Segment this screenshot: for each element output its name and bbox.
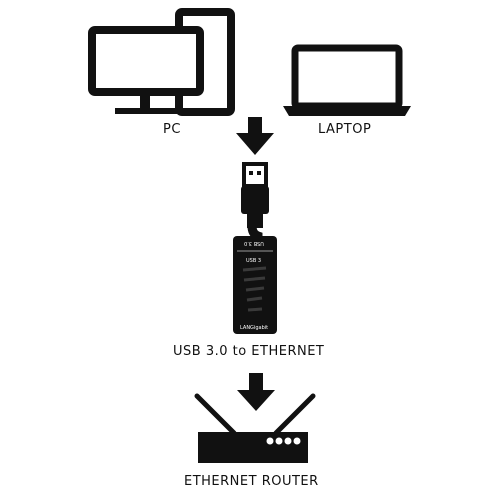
- adapter-top-marking: USB 3.0: [244, 240, 264, 246]
- router-label: ETHERNET ROUTER: [184, 474, 319, 489]
- pc-icon: [88, 8, 235, 116]
- router-icon: [194, 393, 316, 463]
- adapter-brand-marking: LANGigabit: [240, 325, 268, 331]
- pc-label: PC: [163, 122, 181, 137]
- usb-adapter-icon: USB 3.0 USB 3 LANGigabit: [233, 162, 277, 334]
- adapter-side-marking: USB 3: [246, 258, 261, 264]
- adapter-label: USB 3.0 to ETHERNET: [173, 344, 325, 359]
- laptop-label: LAPTOP: [318, 122, 372, 137]
- laptop-icon: [283, 44, 411, 116]
- arrow-down-icon: [237, 373, 275, 411]
- arrow-down-icon: [236, 117, 274, 155]
